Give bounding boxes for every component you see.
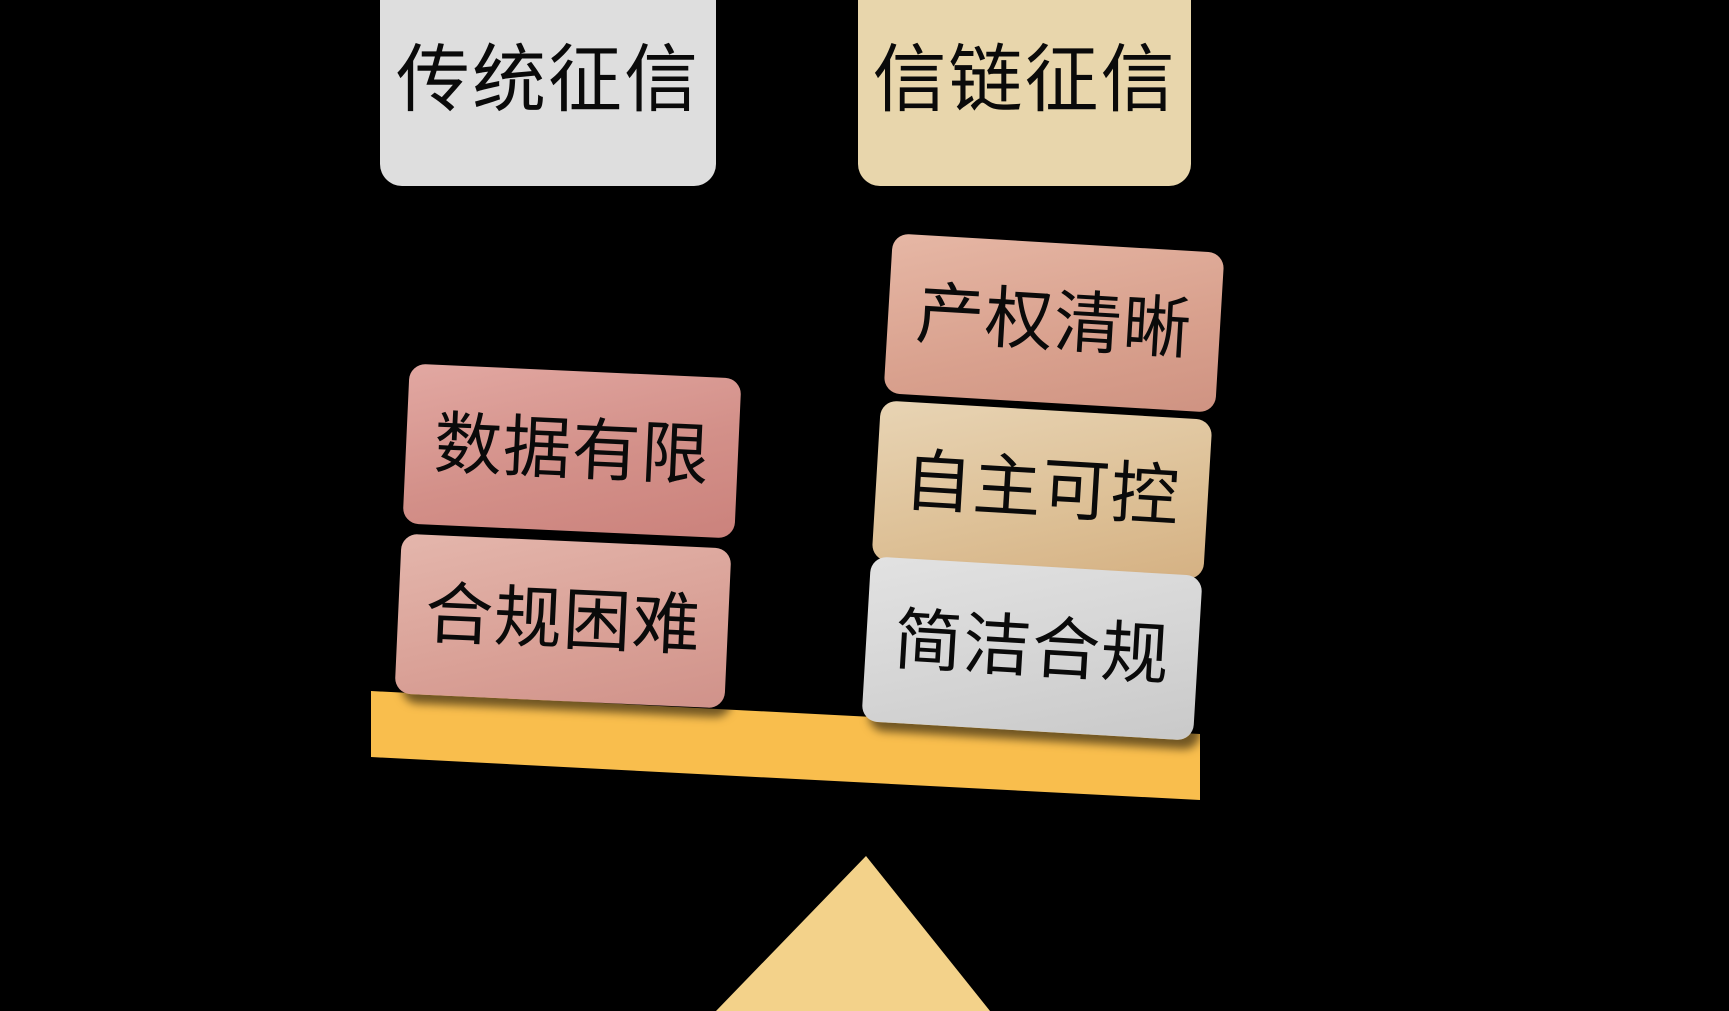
left-card-limited-data: 数据有限: [402, 363, 742, 539]
header-left-label: 传统征信: [396, 37, 700, 123]
left-card-label: 合规困难: [423, 574, 703, 667]
right-card-clear-property-rights: 产权清晰: [883, 233, 1225, 413]
header-right-label: 信链征信: [872, 37, 1177, 123]
right-card-label: 产权清晰: [913, 274, 1195, 371]
balance-beam: [371, 691, 1200, 800]
right-card-simple-compliance: 简洁合规: [861, 556, 1203, 741]
header-traditional-credit: 传统征信: [380, 0, 716, 186]
right-card-label: 自主可控: [901, 441, 1183, 538]
left-card-compliance-difficulty: 合规困难: [394, 533, 732, 709]
fulcrum-triangle: [716, 856, 990, 1011]
header-chain-credit: 信链征信: [858, 0, 1191, 186]
left-card-label: 数据有限: [432, 404, 712, 497]
right-card-label: 简洁合规: [891, 600, 1173, 696]
right-card-independent-control: 自主可控: [871, 400, 1213, 580]
